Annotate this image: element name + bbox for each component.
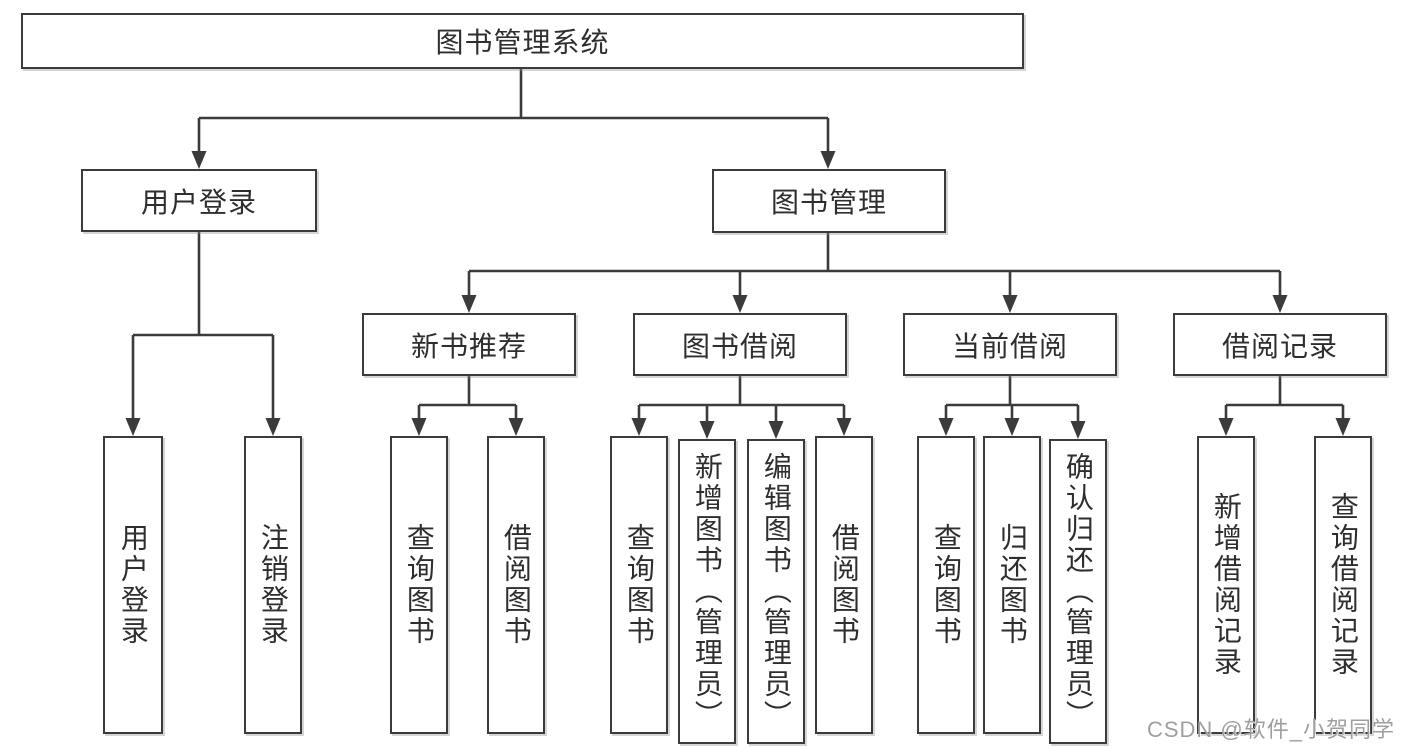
node-label: 编辑图书（管理员） [760, 452, 792, 731]
node-label: 用户登录 [140, 186, 257, 218]
node-label: 用户登录 [117, 523, 149, 647]
node-label: 借阅图书 [828, 523, 860, 647]
node-label: 查询图书 [623, 523, 655, 647]
leaf-user-login: 用户登录 [103, 436, 163, 734]
node-label: 查询借阅记录 [1327, 492, 1359, 678]
leaf-borrow-books-recommend: 借阅图书 [487, 436, 545, 734]
leaf-add-books-admin: 新增图书（管理员） [678, 439, 736, 744]
node-label: 当前借阅 [951, 330, 1068, 362]
node-label: 借阅图书 [500, 523, 532, 647]
csdn-watermark: CSDN @软件_小贺同学 [1146, 717, 1395, 742]
connector-borrowing-records-children [1218, 376, 1351, 436]
node-label: 图书管理 [770, 187, 887, 218]
node-current-borrowing: 当前借阅 [903, 313, 1117, 376]
node-library-management-system: 图书管理系统 [21, 13, 1024, 69]
leaf-add-borrow-record: 新增借阅记录 [1197, 436, 1255, 734]
node-book-management: 图书管理 [712, 169, 946, 233]
node-label: 注销登录 [257, 523, 289, 647]
leaf-edit-books-admin: 编辑图书（管理员） [747, 439, 805, 744]
leaf-return-books: 归还图书 [983, 436, 1041, 734]
leaf-query-borrow-record: 查询借阅记录 [1314, 436, 1372, 734]
connector-current-borrowing-children [938, 376, 1086, 439]
node-label: 查询图书 [930, 523, 962, 647]
connector-user-login-children [125, 232, 281, 436]
node-label: 查询图书 [403, 523, 435, 647]
node-label: 新增借阅记录 [1210, 492, 1242, 678]
leaf-query-books-current: 查询图书 [917, 436, 975, 734]
connector-book-borrowing-children [631, 376, 852, 439]
node-borrowing-records: 借阅记录 [1173, 313, 1387, 376]
connector-book-mgmt-to-level3 [461, 233, 1288, 313]
node-book-borrowing: 图书借阅 [633, 313, 847, 376]
leaf-query-books-recommend: 查询图书 [390, 436, 448, 734]
node-label: 借阅记录 [1221, 330, 1338, 362]
leaf-query-books-borrowing: 查询图书 [610, 436, 668, 734]
node-label: 图书借阅 [681, 330, 798, 362]
node-user-login: 用户登录 [81, 169, 317, 232]
connector-root-to-level2 [191, 69, 836, 169]
node-label: 新书推荐 [410, 330, 527, 362]
node-label: 新增图书（管理员） [691, 452, 723, 731]
node-new-book-recommend: 新书推荐 [362, 313, 576, 376]
node-label: 归还图书 [996, 523, 1028, 647]
node-label: 确认归还（管理员） [1062, 452, 1094, 731]
connector-new-book-children [411, 376, 524, 436]
leaf-confirm-return-admin: 确认归还（管理员） [1049, 439, 1107, 744]
node-label: 图书管理系统 [435, 27, 610, 58]
leaf-logout: 注销登录 [244, 436, 302, 734]
leaf-borrow-books-borrowing: 借阅图书 [815, 436, 873, 734]
